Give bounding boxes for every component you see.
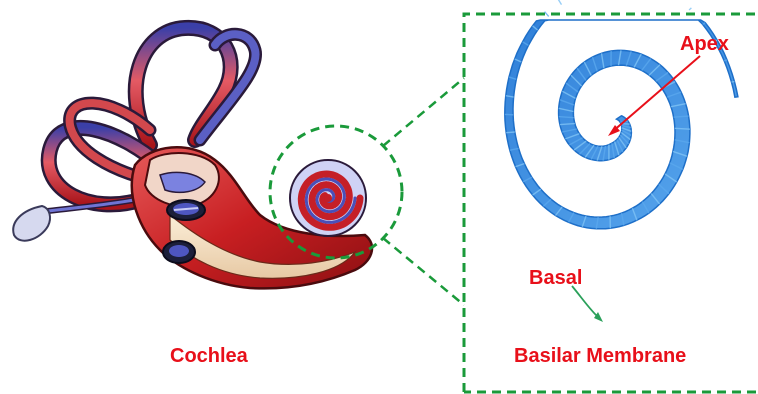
membrane-fiber [689,8,691,10]
zoom-frame [464,14,756,392]
basal-arrow [572,286,603,322]
oval-window [167,200,205,220]
membrane-fiber [558,0,561,5]
endolymphatic-sac [13,206,50,241]
membrane-fiber [560,124,575,125]
inner-ear-illustration [13,28,372,289]
cochlea-spiral [290,160,366,236]
zoom-line-top [383,78,464,146]
basilar-membrane-label: Basilar Membrane [514,345,686,367]
membrane-fiber [732,82,735,83]
membrane-fiber [545,12,549,17]
apex-label: Apex [680,33,729,55]
round-window [163,241,195,263]
cochlea-label: Cochlea [170,345,249,367]
membrane-fiber [506,132,515,133]
basal-label: Basal [529,267,582,289]
membrane-fiber [675,128,690,129]
zoom-line-bottom [383,238,464,305]
membrane-fiber [724,60,727,61]
